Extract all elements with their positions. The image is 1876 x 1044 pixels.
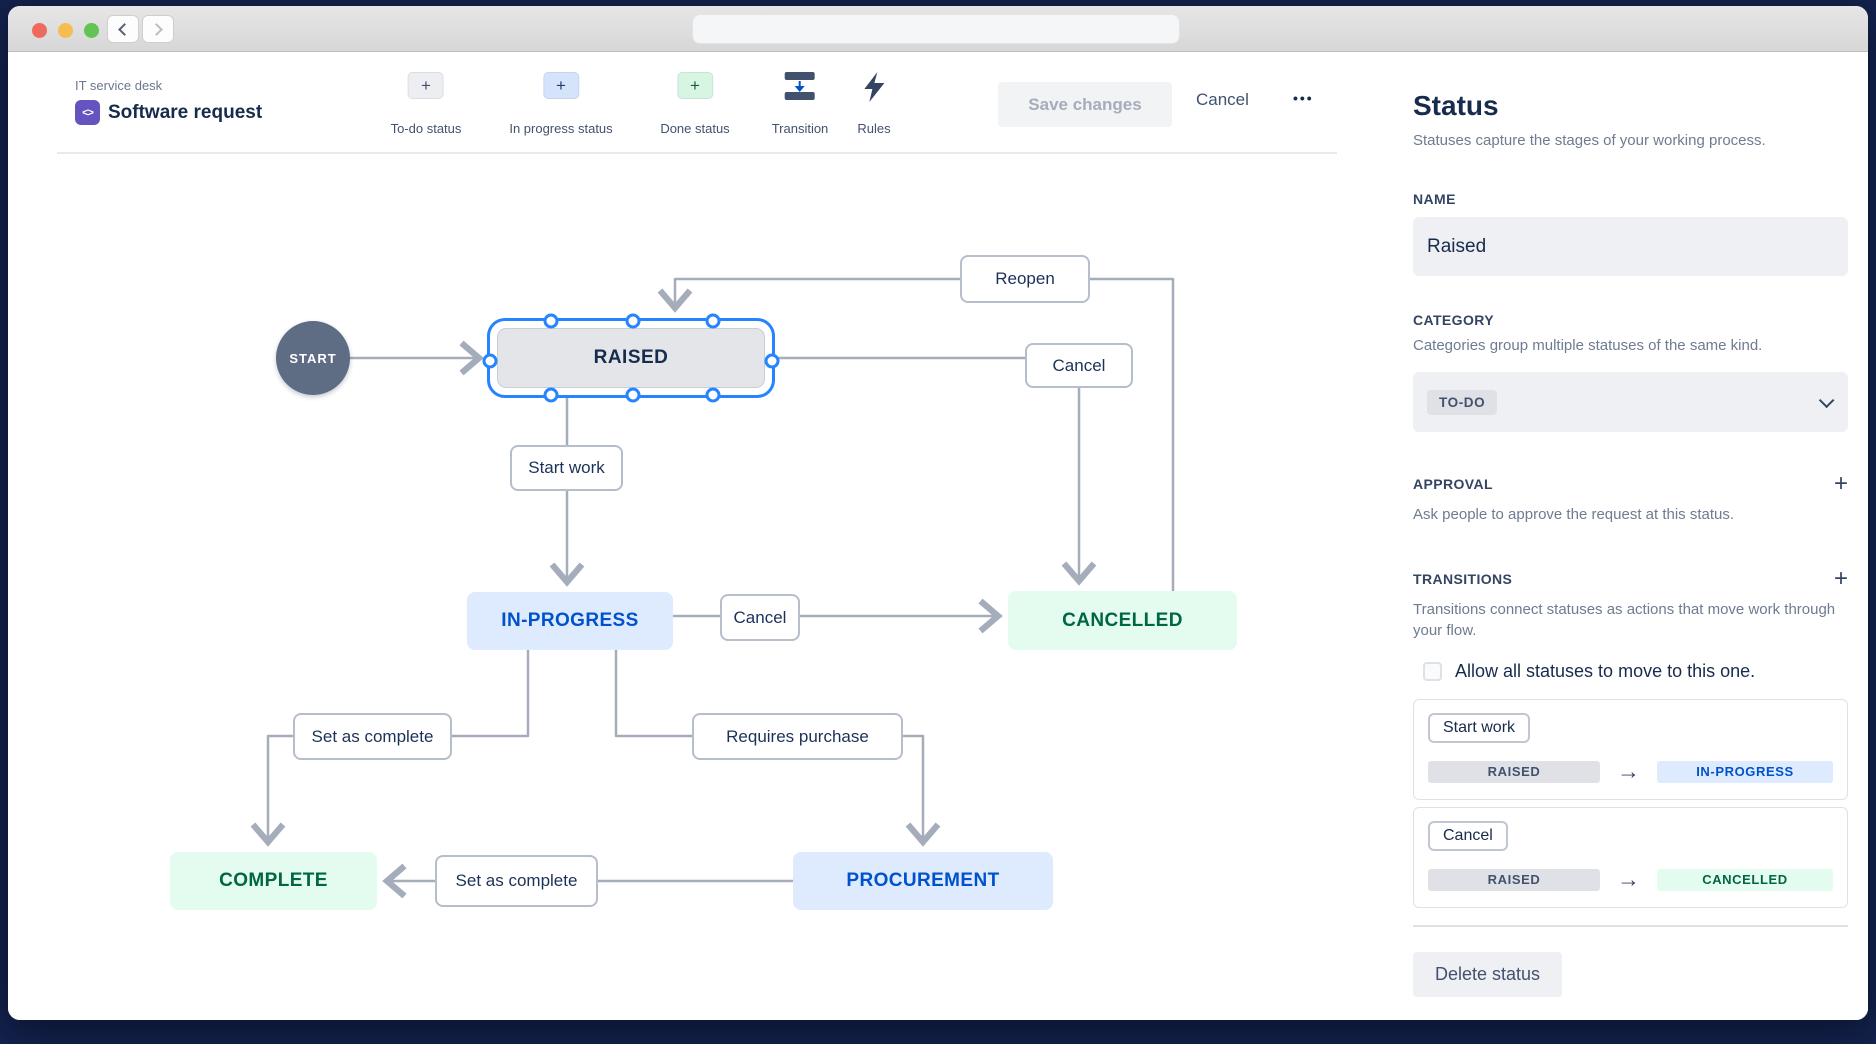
titlebar bbox=[8, 6, 1868, 52]
transition-label-cancel-mid[interactable]: Cancel bbox=[720, 594, 800, 641]
url-bar[interactable] bbox=[692, 14, 1180, 44]
transition-icon bbox=[784, 72, 815, 100]
transition-route: RAISED → IN-PROGRESS bbox=[1428, 758, 1833, 785]
tool-label: In progress status bbox=[509, 121, 613, 136]
transitions-label: TRANSITIONS bbox=[1413, 571, 1513, 587]
transition-label-set-as-complete-left[interactable]: Set as complete bbox=[293, 713, 452, 760]
name-input[interactable] bbox=[1413, 217, 1848, 276]
panel-title: Status bbox=[1413, 90, 1499, 121]
status-node-cancelled[interactable]: CANCELLED bbox=[1008, 591, 1237, 650]
add-inprogress-status-icon: + bbox=[542, 72, 579, 99]
tool-add-todo-status[interactable]: + To-do status bbox=[390, 72, 462, 136]
selection-handle[interactable] bbox=[625, 313, 641, 329]
add-approval-button[interactable]: + bbox=[1833, 470, 1848, 497]
transition-card[interactable]: Start work RAISED → IN-PROGRESS bbox=[1413, 699, 1848, 800]
back-button[interactable] bbox=[107, 15, 139, 43]
raised-node[interactable]: RAISED bbox=[497, 328, 765, 388]
transition-label-start-work[interactable]: Start work bbox=[510, 445, 623, 491]
status-node-complete[interactable]: COMPLETE bbox=[170, 852, 377, 910]
transition-label-reopen[interactable]: Reopen bbox=[960, 255, 1090, 303]
approval-label: APPROVAL bbox=[1413, 476, 1493, 492]
transition-name-button[interactable]: Start work bbox=[1428, 713, 1531, 743]
add-transition-button[interactable]: + bbox=[1833, 565, 1848, 592]
transitions-section-header: TRANSITIONS + bbox=[1413, 567, 1848, 591]
tool-label: Transition bbox=[771, 121, 829, 136]
arrow-right-icon: → bbox=[1617, 866, 1640, 892]
from-status-chip: RAISED bbox=[1428, 868, 1600, 891]
edge-reopen[interactable] bbox=[657, 277, 1175, 591]
page-title: Software request bbox=[108, 101, 263, 123]
arrow-right-icon: → bbox=[1617, 758, 1640, 784]
title-row: <> Software request bbox=[75, 100, 262, 125]
allow-all-checkbox[interactable] bbox=[1423, 662, 1442, 681]
name-label: NAME bbox=[1413, 191, 1456, 207]
panel-subtitle: Statuses capture the stages of your work… bbox=[1413, 132, 1766, 149]
selection-handle[interactable] bbox=[543, 313, 559, 329]
delete-status-button[interactable]: Delete status bbox=[1413, 951, 1563, 997]
transition-label-cancel-top[interactable]: Cancel bbox=[1025, 343, 1133, 388]
edge-cancel-top[interactable] bbox=[775, 356, 1097, 586]
workflow-canvas: Reopen Cancel Start work Cancel Set as c… bbox=[8, 52, 1390, 1020]
allow-all-row: Allow all statuses to move to this one. bbox=[1413, 661, 1848, 682]
breadcrumb[interactable]: IT service desk bbox=[75, 78, 163, 93]
category-value-chip: TO-DO bbox=[1427, 389, 1498, 415]
status-panel: Status Statuses capture the stages of yo… bbox=[1390, 52, 1868, 1020]
close-window-button[interactable] bbox=[32, 23, 47, 38]
status-node-in-progress[interactable]: IN-PROGRESS bbox=[467, 592, 673, 650]
raised-node-selected[interactable]: RAISED bbox=[482, 313, 780, 403]
selection-handle[interactable] bbox=[482, 353, 498, 369]
status-node-procurement[interactable]: PROCUREMENT bbox=[793, 852, 1053, 910]
approval-help: Ask people to approve the request at thi… bbox=[1413, 506, 1735, 523]
main-content: IT service desk <> Software request + To… bbox=[8, 52, 1868, 1020]
to-status-chip: IN-PROGRESS bbox=[1657, 760, 1833, 783]
selection-handle[interactable] bbox=[764, 353, 780, 369]
transition-name-button[interactable]: Cancel bbox=[1428, 821, 1508, 851]
category-help: Categories group multiple statuses of th… bbox=[1413, 337, 1763, 354]
add-todo-status-icon: + bbox=[407, 72, 444, 99]
to-status-chip: CANCELLED bbox=[1657, 868, 1833, 891]
chevron-right-icon bbox=[150, 22, 163, 36]
tool-add-done-status[interactable]: + Done status bbox=[660, 72, 730, 136]
maximize-window-button[interactable] bbox=[84, 23, 99, 38]
tool-add-transition[interactable]: Transition bbox=[771, 72, 829, 136]
tool-label: To-do status bbox=[390, 121, 462, 136]
toolbar-divider bbox=[57, 152, 1337, 154]
transition-label-requires-purchase[interactable]: Requires purchase bbox=[692, 713, 903, 760]
transition-label-set-as-complete-bottom[interactable]: Set as complete bbox=[435, 855, 598, 907]
sidebar-divider bbox=[1413, 925, 1848, 927]
selection-handle[interactable] bbox=[625, 387, 641, 403]
tool-label: Done status bbox=[660, 121, 730, 136]
from-status-chip: RAISED bbox=[1428, 760, 1600, 783]
tool-add-inprogress-status[interactable]: + In progress status bbox=[509, 72, 613, 136]
selection-handle[interactable] bbox=[705, 387, 721, 403]
tool-label: Rules bbox=[857, 121, 891, 136]
transition-route: RAISED → CANCELLED bbox=[1428, 866, 1833, 893]
allow-all-label: Allow all statuses to move to this one. bbox=[1455, 661, 1756, 681]
overflow-menu-button[interactable]: ••• bbox=[1293, 90, 1314, 106]
app-window: IT service desk <> Software request + To… bbox=[8, 6, 1868, 1020]
tool-rules[interactable]: Rules bbox=[857, 72, 891, 136]
chevron-down-icon bbox=[1818, 392, 1835, 408]
save-changes-button[interactable]: Save changes bbox=[998, 82, 1172, 127]
lightning-icon bbox=[864, 72, 884, 102]
category-label: CATEGORY bbox=[1413, 312, 1494, 328]
selection-handle[interactable] bbox=[543, 387, 559, 403]
minimize-window-button[interactable] bbox=[58, 23, 73, 38]
chevron-left-icon bbox=[118, 22, 131, 36]
cancel-button[interactable]: Cancel bbox=[1196, 90, 1249, 109]
project-code-icon: <> bbox=[75, 100, 100, 125]
selection-handle[interactable] bbox=[705, 313, 721, 329]
forward-button[interactable] bbox=[142, 15, 174, 43]
approval-section-header: APPROVAL + bbox=[1413, 472, 1848, 496]
add-done-status-icon: + bbox=[677, 72, 713, 99]
category-select[interactable]: TO-DO bbox=[1413, 372, 1848, 432]
transition-card[interactable]: Cancel RAISED → CANCELLED bbox=[1413, 807, 1848, 908]
transitions-help: Transitions connect statuses as actions … bbox=[1413, 601, 1836, 639]
start-node[interactable]: START bbox=[276, 321, 350, 395]
